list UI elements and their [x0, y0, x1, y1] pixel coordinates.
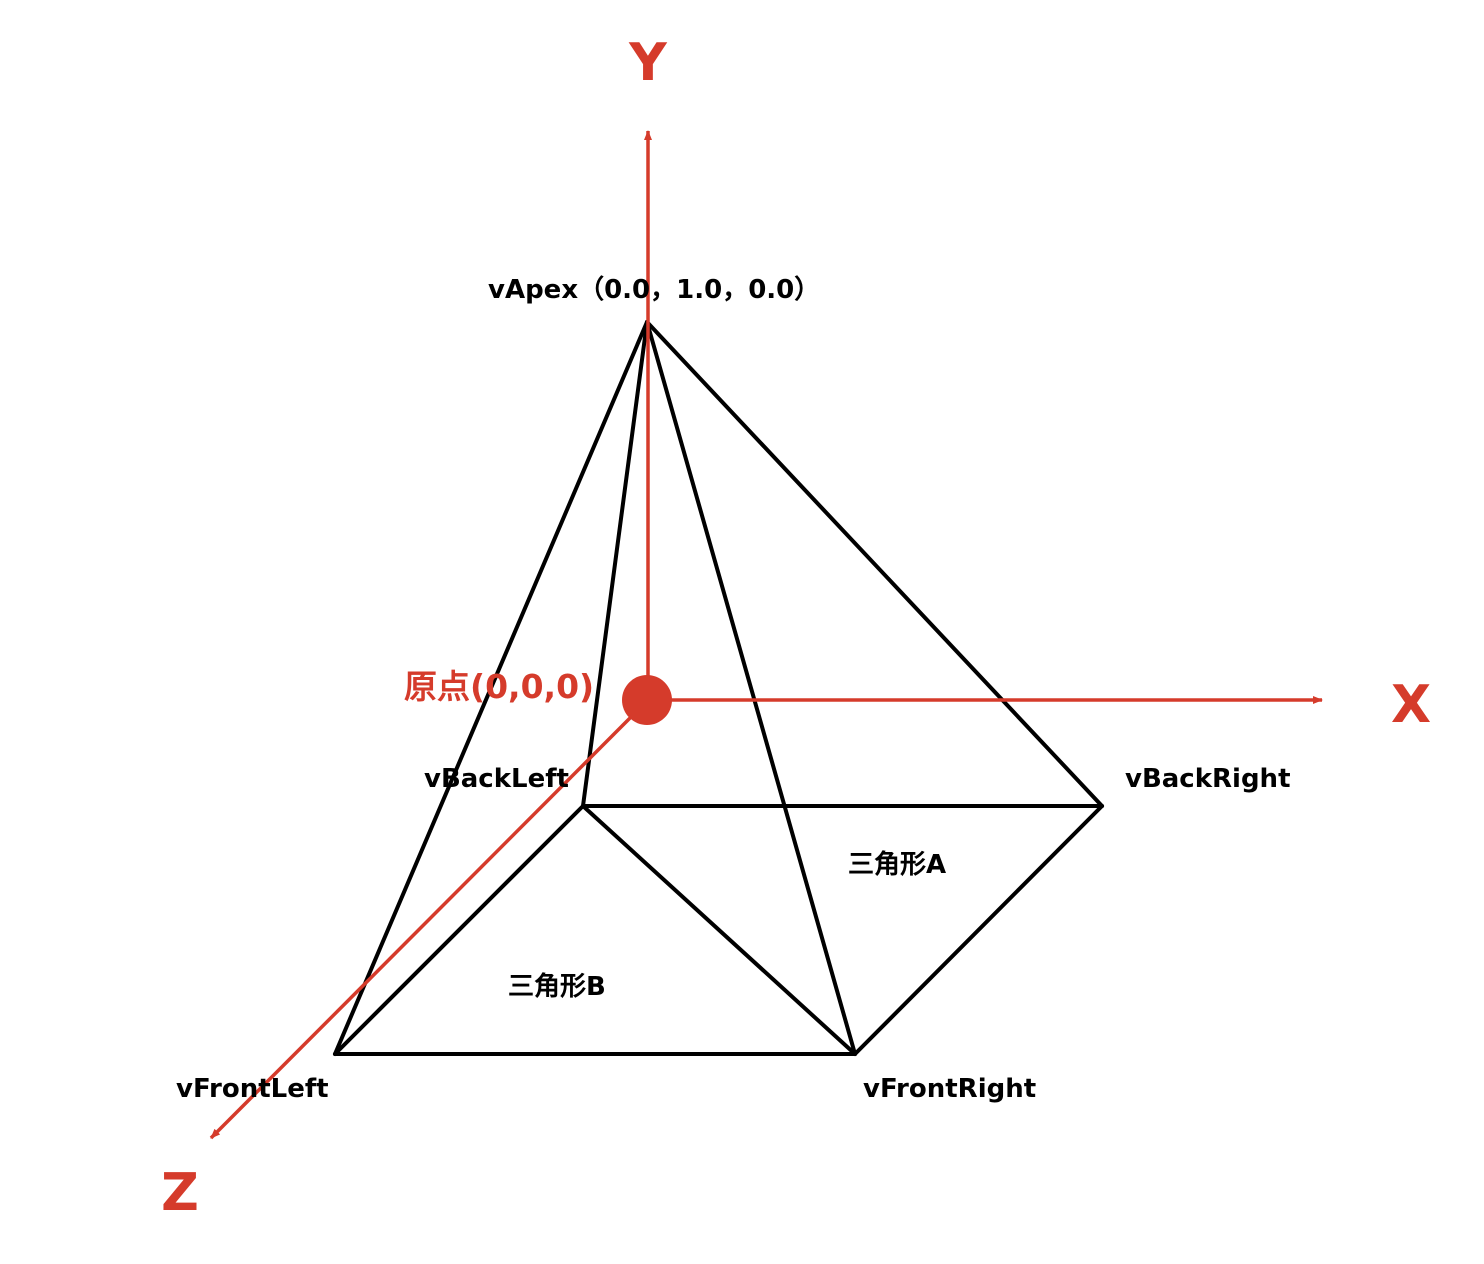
triangle-a-label: 三角形A — [848, 849, 946, 880]
edge-apex-front-left — [333, 320, 649, 1056]
x-axis-label: X — [1391, 675, 1431, 735]
edge-apex-front-right — [645, 320, 857, 1056]
edge-apex-back-left — [581, 320, 649, 808]
front-left-label: vFrontLeft — [176, 1074, 329, 1104]
y-axis-label: Y — [628, 33, 668, 93]
apex-label: vApex（0.0，1.0，0.0） — [488, 275, 820, 305]
edge-back-left-front-left — [333, 804, 585, 1056]
edge-back-right-front-right — [853, 804, 1104, 1056]
z-axis-label: Z — [161, 1163, 199, 1223]
edge-apex-back-right — [645, 320, 1104, 808]
origin-point — [622, 675, 672, 725]
origin-label: 原点(0,0,0) — [404, 667, 594, 706]
triangle-b-label: 三角形B — [508, 971, 606, 1002]
back-left-label: vBackLeft — [424, 764, 569, 794]
edge-back-left-front-right-diagonal — [581, 804, 857, 1056]
z-axis-arrow — [209, 698, 650, 1140]
front-right-label: vFrontRight — [863, 1074, 1036, 1104]
pyramid-edges — [333, 320, 1104, 1056]
coordinate-axes — [209, 130, 1323, 1140]
back-right-label: vBackRight — [1125, 764, 1291, 794]
